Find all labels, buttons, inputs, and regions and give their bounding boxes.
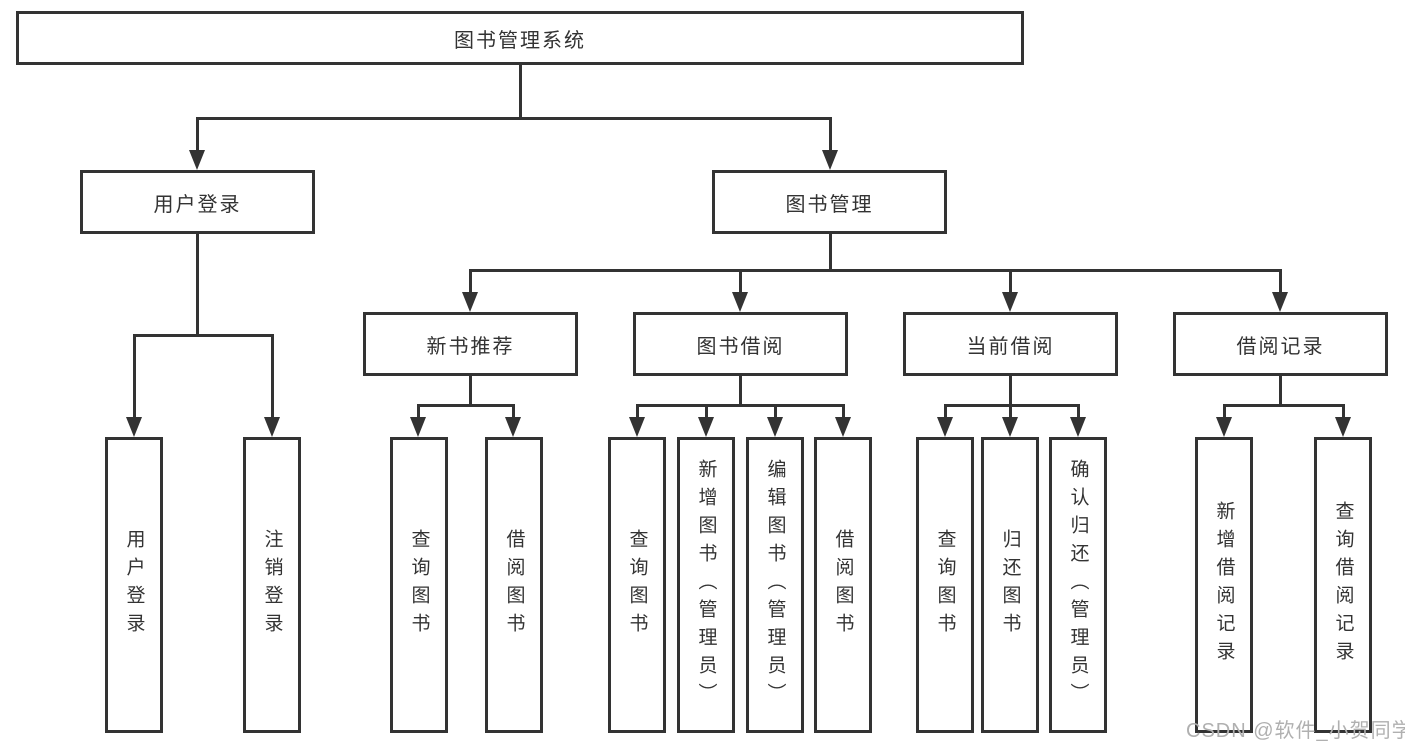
connector-line-v — [842, 404, 845, 420]
arrowhead-down-icon — [126, 417, 142, 437]
leaf-borrow-add-book-admin: 新增图书（管理员） — [677, 437, 735, 733]
watermark: CSDN @软件_小贺同学 — [1186, 720, 1405, 742]
leaf-user-login: 用户登录 — [105, 437, 163, 733]
arrowhead-down-icon — [1335, 417, 1351, 437]
node-root: 图书管理系统 — [16, 11, 1024, 65]
connector-line-v — [133, 334, 136, 419]
connector-line-v — [512, 404, 515, 420]
leaf-current-confirm-return-admin: 确认归还（管理员） — [1049, 437, 1107, 733]
arrowhead-down-icon — [629, 417, 645, 437]
node-current-borrow: 当前借阅 — [903, 312, 1118, 376]
connector-line-v — [829, 117, 832, 151]
arrowhead-down-icon — [462, 292, 478, 312]
connector-line-v — [774, 404, 777, 420]
leaf-record-query-record: 查询借阅记录 — [1314, 437, 1372, 733]
connector-line-v — [469, 376, 472, 406]
connector-line-v — [1077, 404, 1080, 420]
leaf-logout: 注销登录 — [243, 437, 301, 733]
connector-line-v — [417, 404, 420, 420]
connector-line-v — [271, 334, 274, 419]
connector-line-v — [196, 234, 199, 336]
connector-line-h — [417, 404, 515, 407]
connector-line-v — [739, 376, 742, 406]
connector-line-v — [1342, 404, 1345, 420]
node-user-login: 用户登录 — [80, 170, 315, 234]
leaf-borrow-query-book: 查询图书 — [608, 437, 666, 733]
connector-line-v — [1223, 404, 1226, 420]
leaf-current-query-book: 查询图书 — [916, 437, 974, 733]
connector-line-v — [1279, 376, 1282, 406]
arrowhead-down-icon — [1216, 417, 1232, 437]
connector-line-v — [1009, 376, 1012, 406]
arrowhead-down-icon — [1002, 417, 1018, 437]
arrowhead-down-icon — [1070, 417, 1086, 437]
connector-line-v — [705, 404, 708, 420]
arrowhead-down-icon — [835, 417, 851, 437]
connector-line-v — [944, 404, 947, 420]
connector-line-v — [1279, 269, 1282, 294]
connector-line-h — [1223, 404, 1345, 407]
connector-line-h — [133, 334, 274, 337]
arrowhead-down-icon — [1272, 292, 1288, 312]
connector-line-v — [1009, 269, 1012, 294]
arrowhead-down-icon — [698, 417, 714, 437]
leaf-recommend-query-book: 查询图书 — [390, 437, 448, 733]
connector-line-h — [944, 404, 1080, 407]
leaf-record-add-record: 新增借阅记录 — [1195, 437, 1253, 733]
connector-line-h — [469, 269, 1282, 272]
connector-line-v — [469, 269, 472, 294]
leaf-borrow-borrow-book: 借阅图书 — [814, 437, 872, 733]
connector-line-v — [1009, 404, 1012, 420]
connector-line-v — [519, 65, 522, 119]
connector-line-v — [636, 404, 639, 420]
arrowhead-down-icon — [410, 417, 426, 437]
connector-line-v — [739, 269, 742, 294]
arrowhead-down-icon — [1002, 292, 1018, 312]
arrowhead-down-icon — [822, 150, 838, 170]
node-book-management: 图书管理 — [712, 170, 947, 234]
node-book-borrow: 图书借阅 — [633, 312, 848, 376]
arrowhead-down-icon — [505, 417, 521, 437]
node-borrow-record: 借阅记录 — [1173, 312, 1388, 376]
connector-line-h — [636, 404, 845, 407]
arrowhead-down-icon — [767, 417, 783, 437]
arrowhead-down-icon — [937, 417, 953, 437]
arrowhead-down-icon — [264, 417, 280, 437]
leaf-recommend-borrow-book: 借阅图书 — [485, 437, 543, 733]
arrowhead-down-icon — [732, 292, 748, 312]
arrowhead-down-icon — [189, 150, 205, 170]
node-new-book-recommend: 新书推荐 — [363, 312, 578, 376]
connector-line-v — [829, 234, 832, 271]
connector-line-v — [196, 117, 199, 151]
leaf-borrow-edit-book-admin: 编辑图书（管理员） — [746, 437, 804, 733]
connector-line-h — [196, 117, 832, 120]
leaf-current-return-book: 归还图书 — [981, 437, 1039, 733]
